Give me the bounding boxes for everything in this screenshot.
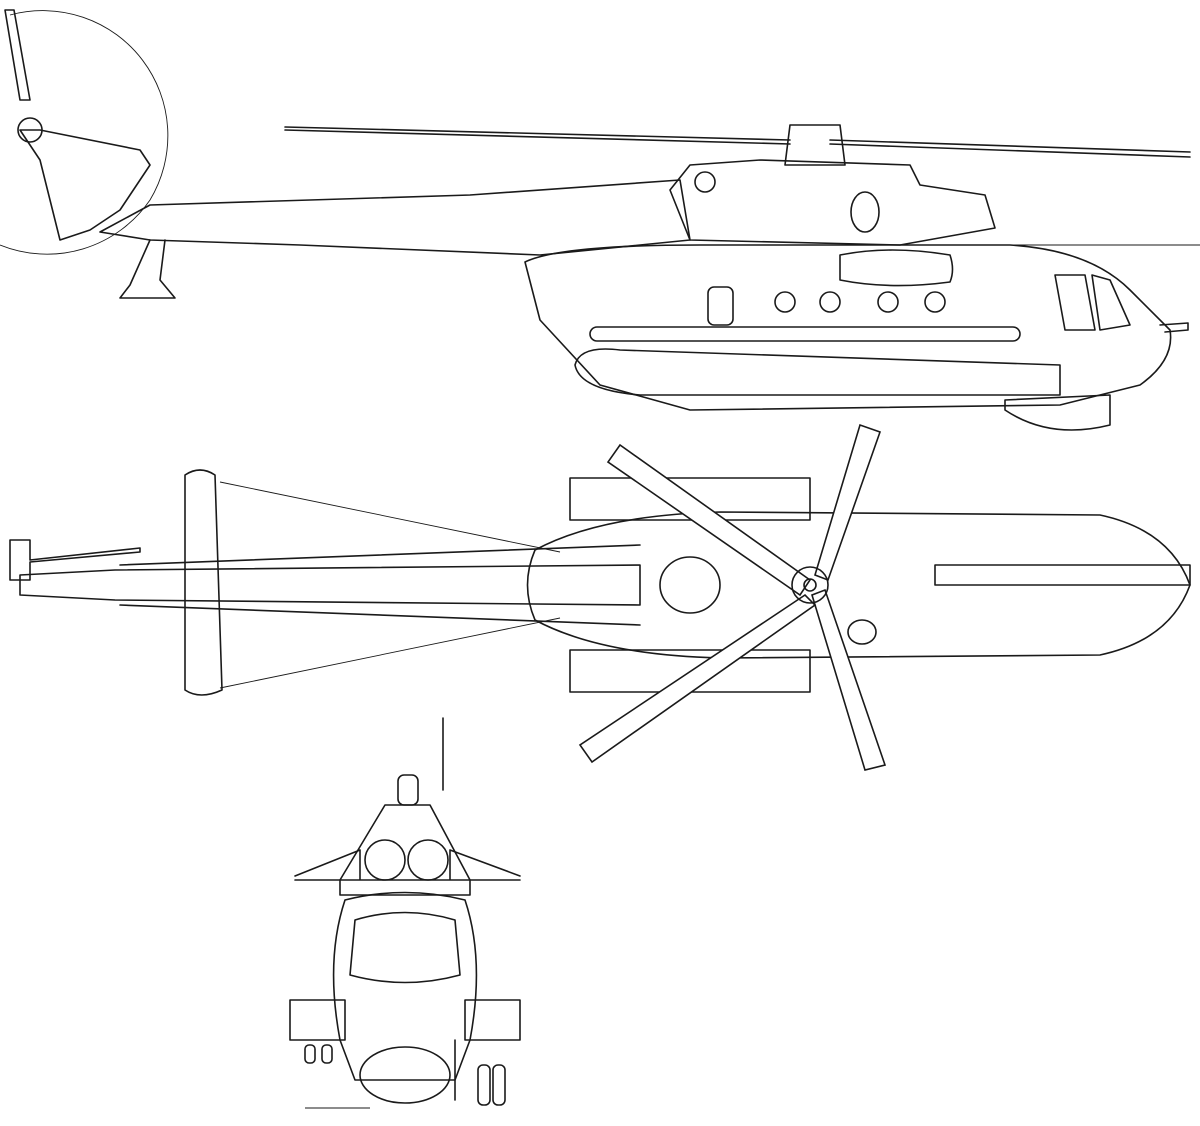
rotor-head xyxy=(784,124,846,166)
engine-cowling xyxy=(669,159,996,246)
rotor-blade-3 xyxy=(811,588,887,771)
main-rotor-blade-forward xyxy=(934,564,1191,586)
tail-boom xyxy=(99,179,691,256)
cockpit-window xyxy=(1054,274,1096,331)
bracing-wire-lower xyxy=(219,617,561,689)
nose-probe xyxy=(1159,322,1189,333)
tail-skid xyxy=(119,239,176,299)
fuselage-hull xyxy=(524,244,1172,411)
nose-gear-float xyxy=(1004,394,1111,431)
boom-taper xyxy=(119,544,641,626)
rotor-hub-top xyxy=(791,566,829,604)
engine-cowl-top xyxy=(659,556,721,614)
landing-gear-front xyxy=(304,1039,506,1106)
fuselage-top xyxy=(526,511,1191,659)
horizontal-stabilizer xyxy=(184,469,223,696)
bracing-wire-upper xyxy=(219,481,561,553)
tail-fin xyxy=(19,129,151,241)
top-view xyxy=(9,423,1191,771)
main-rotor-blade-front xyxy=(829,139,1191,153)
sponsons-front xyxy=(289,999,521,1041)
front-view xyxy=(289,717,521,1109)
cabin-door xyxy=(707,286,734,326)
main-rotor-blade-rear xyxy=(284,126,791,141)
fuselage-front xyxy=(332,891,478,1081)
cabin-windows xyxy=(774,291,946,313)
engine-housing-front xyxy=(339,804,471,896)
rotor-head-front xyxy=(397,774,419,806)
rotor-blade-4 xyxy=(578,593,817,764)
tail-rotor-top xyxy=(9,539,141,581)
fuel-pod xyxy=(839,249,954,287)
tail-rotor-hub xyxy=(17,117,43,143)
main-rotor-blades-top xyxy=(578,423,887,771)
float-sponson xyxy=(574,348,1061,396)
rotor-blade-1 xyxy=(606,443,812,597)
main-rotor-blade-rear-edge xyxy=(284,129,791,145)
tail-boom-top xyxy=(19,564,641,606)
engine-intake-right xyxy=(407,839,449,881)
windshield-front xyxy=(349,911,461,984)
rotor-hub-center xyxy=(803,578,817,592)
nose-front xyxy=(359,1046,451,1104)
exhaust-port xyxy=(850,191,880,233)
engine-intake-left xyxy=(364,839,406,881)
engine-intake xyxy=(694,171,716,193)
side-view xyxy=(0,9,1200,431)
tail-rotor-disc xyxy=(0,10,169,255)
side-rail xyxy=(589,326,1021,342)
cockpit-windshield xyxy=(1091,274,1131,331)
fuel-pod-top xyxy=(847,619,877,645)
tail-rotor-blade xyxy=(4,9,31,101)
stabilizer-front xyxy=(294,849,521,881)
rotor-blade-2 xyxy=(814,423,882,582)
main-rotor-blade-front-edge xyxy=(829,143,1191,158)
